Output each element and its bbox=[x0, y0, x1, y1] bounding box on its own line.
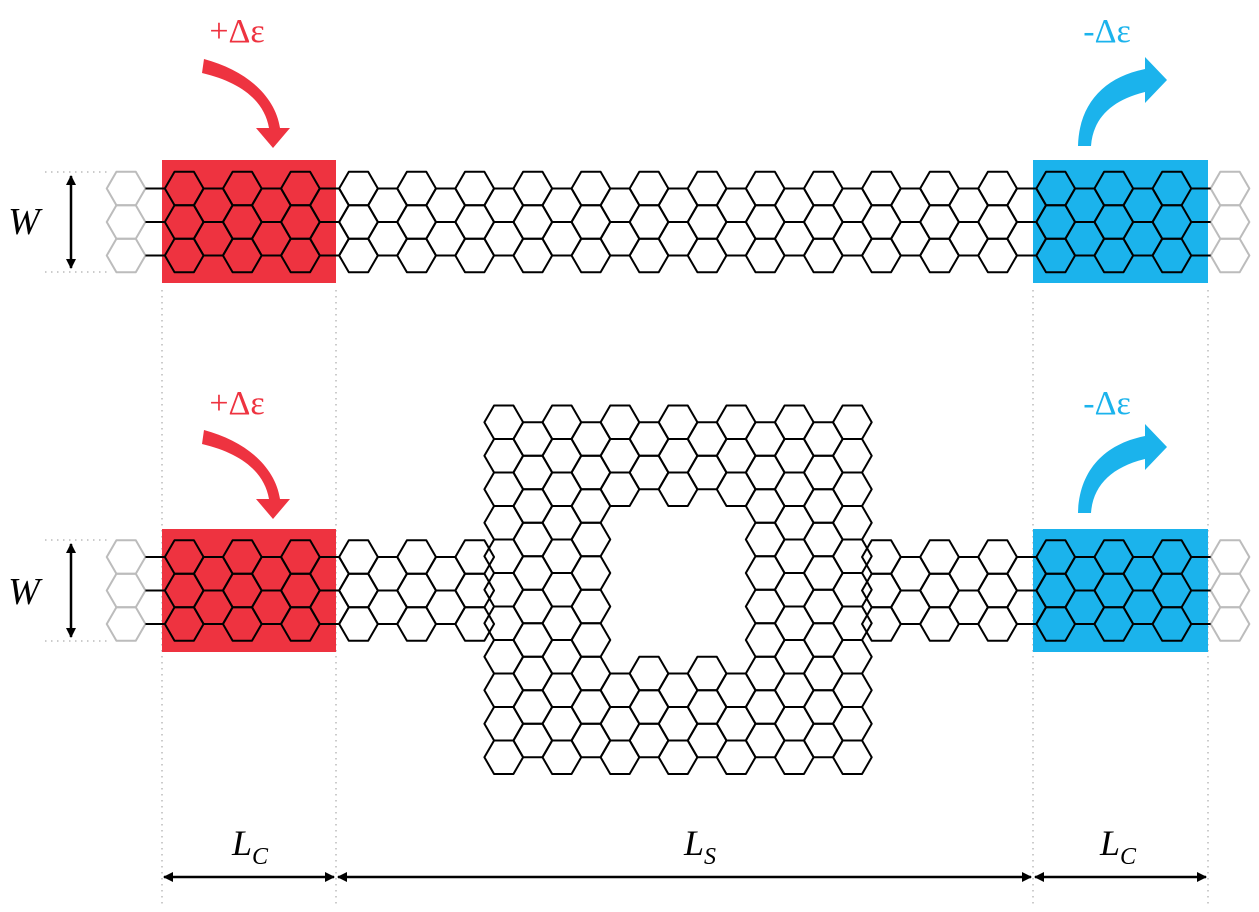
lead-hexagon-right bbox=[1209, 170, 1251, 207]
lead-hexagon-left bbox=[105, 237, 147, 274]
lead-hexagon-right bbox=[1209, 606, 1251, 642]
hexagon-cell bbox=[831, 438, 873, 474]
right-contact-bottom bbox=[1033, 529, 1208, 652]
right-bias-label-bottom: -Δε bbox=[1083, 385, 1130, 422]
hexagon-cell bbox=[831, 505, 873, 541]
lead-hexagon-right bbox=[1209, 539, 1251, 575]
hexagon-cell bbox=[831, 739, 873, 775]
width-label-bottom: W bbox=[8, 571, 43, 613]
left-contact-length-sub: C bbox=[252, 844, 269, 870]
hexagon-cell bbox=[831, 639, 873, 675]
hexagon-cell bbox=[454, 539, 496, 575]
hexagon-cell bbox=[831, 605, 873, 641]
hexagon-cell bbox=[831, 404, 873, 440]
left-bias-label-bottom: +Δε bbox=[209, 385, 264, 422]
hexagon-cell bbox=[454, 606, 496, 642]
ribbon-lattice bbox=[163, 170, 1193, 274]
right-contact-length-main: L bbox=[1099, 823, 1120, 863]
lead-hexagon-left bbox=[105, 606, 147, 642]
right-contact-top bbox=[1033, 160, 1208, 283]
right-contact-length-sub: C bbox=[1120, 844, 1137, 870]
hexagon-cell bbox=[831, 672, 873, 708]
lead-hexagon-right bbox=[1209, 204, 1251, 240]
hexagon-cell bbox=[570, 521, 612, 558]
hexagon-cell bbox=[454, 572, 496, 609]
left-contact-bottom bbox=[162, 529, 336, 652]
lead-hexagon-right bbox=[1209, 572, 1251, 609]
right-contact-length-label: LC bbox=[1099, 823, 1137, 870]
left-contact-length-main: L bbox=[231, 823, 252, 863]
lead-hexagon-left bbox=[105, 204, 147, 240]
lead-hexagon-left bbox=[105, 572, 147, 609]
lead-hexagon-left bbox=[105, 170, 147, 207]
hexagon-cell bbox=[1151, 606, 1193, 642]
lead-hexagon-left bbox=[105, 539, 147, 575]
hexagon-cell bbox=[831, 572, 873, 608]
lead-hexagon-right bbox=[1209, 237, 1251, 274]
left-contact-length-label: LC bbox=[231, 823, 269, 870]
curved-arrow-down-icon bbox=[202, 59, 290, 148]
hexagon-cell bbox=[831, 706, 873, 742]
scattering-length-main: L bbox=[683, 823, 704, 863]
semi-infinite-leads bbox=[105, 170, 1251, 642]
hexagon-cell bbox=[1151, 237, 1193, 274]
curved-arrow-down-icon bbox=[202, 430, 290, 519]
curved-arrow-up-right-icon bbox=[1078, 57, 1167, 146]
left-contact-top bbox=[162, 160, 336, 283]
hexagon-cell bbox=[570, 622, 612, 658]
curved-arrow-up-right-icon bbox=[1078, 424, 1167, 513]
hexagon-cell bbox=[831, 538, 873, 574]
hexagon-cell bbox=[570, 588, 612, 625]
scattering-length-label: LS bbox=[683, 823, 716, 870]
scattering-length-sub: S bbox=[704, 844, 716, 870]
hexagon-cell bbox=[831, 471, 873, 507]
hexagon-cell bbox=[570, 555, 612, 591]
left-bias-label-top: +Δε bbox=[209, 13, 264, 50]
width-label-top: W bbox=[8, 201, 43, 243]
ring-lattice bbox=[163, 404, 1193, 775]
right-bias-label-top: -Δε bbox=[1083, 13, 1130, 50]
